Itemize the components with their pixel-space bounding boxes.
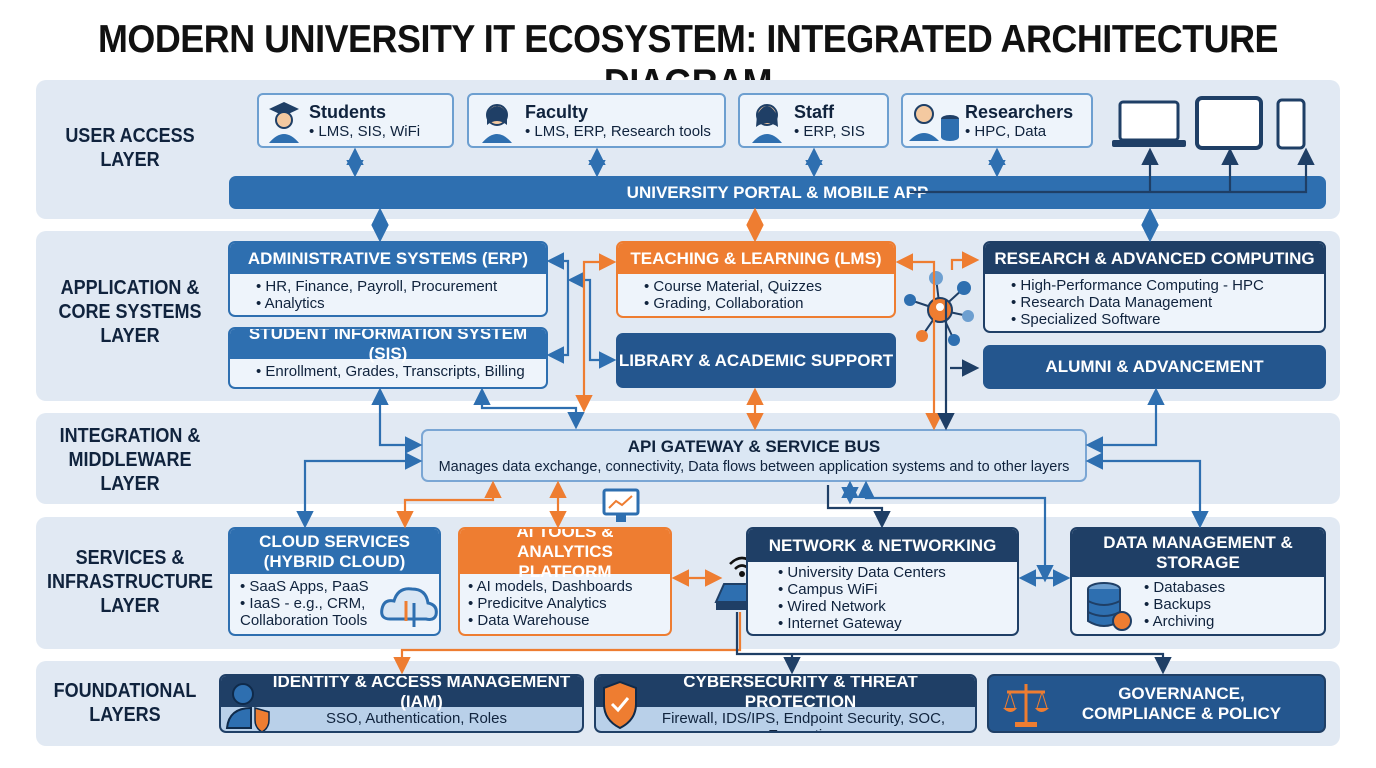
research-title: RESEARCH & ADVANCED COMPUTING xyxy=(985,243,1324,274)
user-desc: ERP, SIS xyxy=(794,123,864,140)
ai-item: Data Warehouse xyxy=(468,612,670,629)
api-desc: Manages data exchange, connectivity, Dat… xyxy=(438,459,1070,475)
sis-item: Enrollment, Grades, Transcripts, Billing xyxy=(256,363,546,380)
cyber-desc: Firewall, IDS/IPS, Endpoint Security, SO… xyxy=(661,710,946,731)
ai-card[interactable]: AI TOOLS & ANALYTICS PLATFORM AI models,… xyxy=(458,527,672,636)
api-title: API GATEWAY & SERVICE BUS xyxy=(627,437,881,456)
network-item: University Data Centers xyxy=(778,564,1017,581)
data-item: Archiving xyxy=(1144,613,1324,630)
layer-label-integration: INTEGRATION & MIDDLEWARE LAYER xyxy=(59,425,201,495)
cloud-item: SaaS Apps, PaaS xyxy=(240,578,380,595)
lms-item: Course Material, Quizzes xyxy=(644,278,894,295)
lms-card[interactable]: TEACHING & LEARNING (LMS) Course Materia… xyxy=(616,241,896,318)
devices-group xyxy=(1112,96,1306,150)
erp-item: Analytics xyxy=(256,295,546,312)
graduate-icon xyxy=(269,101,299,143)
layer-label-foundational: FOUNDATIONAL LAYERS xyxy=(53,680,197,726)
cyber-title: CYBERSECURITY & THREAT PROTECTION xyxy=(596,676,975,711)
erp-title: ADMINISTRATIVE SYSTEMS (ERP) xyxy=(230,243,546,274)
identity-shield-icon xyxy=(225,683,270,731)
research-item: Specialized Software xyxy=(1011,311,1324,328)
cloud-title: CLOUD SERVICES (HYBRID CLOUD) xyxy=(230,529,439,574)
user-staff[interactable]: StaffERP, SIS xyxy=(738,93,889,148)
data-item: Backups xyxy=(1144,596,1324,613)
data-card[interactable]: DATA MANAGEMENT & STORAGE DatabasesBacku… xyxy=(1070,527,1326,636)
network-title: NETWORK & NETWORKING xyxy=(748,529,1017,562)
portal-bar[interactable]: UNIVERSITY PORTAL & MOBILE APP xyxy=(229,176,1326,209)
network-item: Internet Gateway xyxy=(778,615,1017,632)
laptop-icon xyxy=(1112,100,1186,147)
user-desc: LMS, ERP, Research tools xyxy=(525,123,710,140)
network-item: Wired Network xyxy=(778,598,1017,615)
analytics-monitor-icon xyxy=(602,488,640,522)
cloud-item: IaaS - e.g., CRM, Collaboration Tools xyxy=(240,595,380,629)
shield-check-icon xyxy=(603,680,637,730)
user-students[interactable]: StudentsLMS, SIS, WiFi xyxy=(257,93,454,148)
research-card[interactable]: RESEARCH & ADVANCED COMPUTING High-Perfo… xyxy=(983,241,1326,333)
ai-title: AI TOOLS & ANALYTICS PLATFORM xyxy=(460,529,670,581)
scales-icon xyxy=(1003,684,1049,727)
research-network-icon xyxy=(904,271,974,346)
staff-icon xyxy=(752,103,782,143)
user-name: Faculty xyxy=(525,101,589,122)
ai-item: Predicitve Analytics xyxy=(468,595,670,612)
user-name: Students xyxy=(309,101,387,122)
user-researchers[interactable]: ResearchersHPC, Data xyxy=(901,93,1093,148)
governance-title: GOVERNANCE, COMPLIANCE & POLICY xyxy=(1081,683,1282,723)
research-item: Research Data Management xyxy=(1011,294,1324,311)
lms-item: Grading, Collaboration xyxy=(644,295,894,312)
user-desc: LMS, SIS, WiFi xyxy=(309,123,420,140)
sis-card[interactable]: STUDENT INFORMATION SYSTEM (SIS) Enrollm… xyxy=(228,327,548,389)
user-name: Researchers xyxy=(965,101,1074,122)
iam-card[interactable]: IDENTITY & ACCESS MANAGEMENT (IAM) SSO, … xyxy=(219,674,584,733)
cyber-card[interactable]: CYBERSECURITY & THREAT PROTECTION Firewa… xyxy=(594,674,977,733)
ai-item: AI models, Dashboards xyxy=(468,578,670,595)
tablet-icon xyxy=(1195,96,1263,150)
library-card[interactable]: LIBRARY & ACADEMIC SUPPORT xyxy=(616,333,896,388)
layer-label-user: USER ACCESS LAYER xyxy=(65,125,195,171)
phone-icon xyxy=(1276,98,1306,150)
api-gateway-card[interactable]: API GATEWAY & SERVICE BUS Manages data e… xyxy=(421,429,1087,482)
lms-title: TEACHING & LEARNING (LMS) xyxy=(618,243,894,274)
layer-label-services: SERVICES & INFRASTRUCTURE LAYER xyxy=(47,547,213,617)
network-card[interactable]: NETWORK & NETWORKING University Data Cen… xyxy=(746,527,1019,636)
sis-title: STUDENT INFORMATION SYSTEM (SIS) xyxy=(230,329,546,363)
user-desc: HPC, Data xyxy=(965,123,1073,140)
governance-card[interactable]: GOVERNANCE, COMPLIANCE & POLICY xyxy=(987,674,1326,733)
researcher-icon xyxy=(909,103,959,141)
faculty-icon xyxy=(482,103,512,143)
layer-label-app: APPLICATION & CORE SYSTEMS LAYER xyxy=(58,277,202,347)
cloud-icon xyxy=(380,587,438,627)
alumni-card[interactable]: ALUMNI & ADVANCEMENT xyxy=(983,345,1326,389)
erp-item: HR, Finance, Payroll, Procurement xyxy=(256,278,546,295)
erp-card[interactable]: ADMINISTRATIVE SYSTEMS (ERP) HR, Finance… xyxy=(228,241,548,317)
data-item: Databases xyxy=(1144,579,1324,596)
data-title: DATA MANAGEMENT & STORAGE xyxy=(1072,529,1324,577)
user-faculty[interactable]: FacultyLMS, ERP, Research tools xyxy=(467,93,726,148)
iam-desc: SSO, Authentication, Roles xyxy=(326,710,507,727)
iam-title: IDENTITY & ACCESS MANAGEMENT (IAM) xyxy=(221,676,582,711)
user-name: Staff xyxy=(794,101,834,122)
cloud-card[interactable]: CLOUD SERVICES (HYBRID CLOUD) SaaS Apps,… xyxy=(228,527,441,636)
network-item: Campus WiFi xyxy=(778,581,1017,598)
database-icon xyxy=(1087,582,1132,631)
research-item: High-Performance Computing - HPC xyxy=(1011,277,1324,294)
